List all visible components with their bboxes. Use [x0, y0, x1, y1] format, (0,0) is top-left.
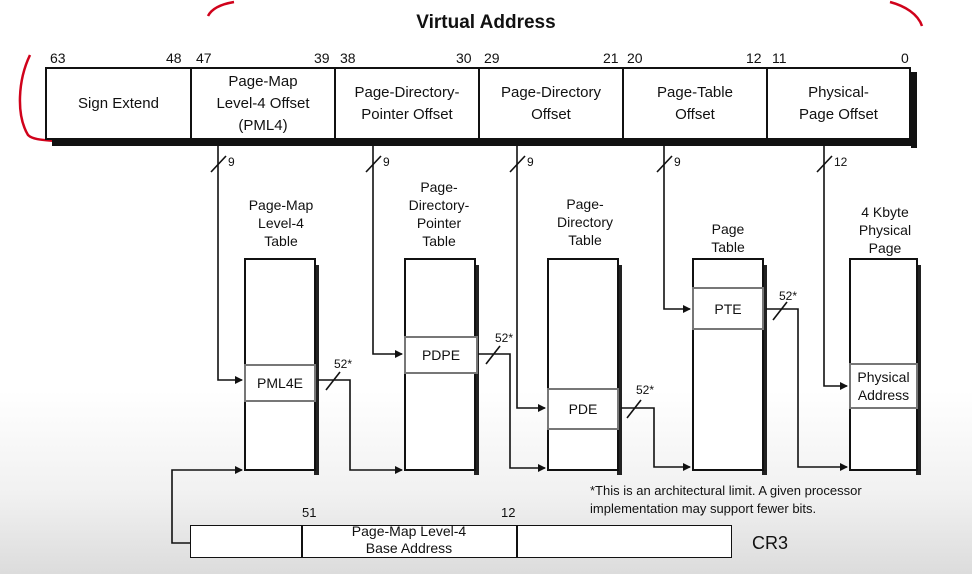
diagram-title: Virtual Address: [416, 12, 556, 33]
bit-number: 39: [314, 50, 330, 66]
bit-number: 21: [603, 50, 619, 66]
cr3-bit-low: 12: [501, 505, 516, 520]
red-annotation-arc-right: [889, 0, 924, 27]
pointer-width-label: 52*: [779, 289, 798, 303]
field-pd-offset: Page-Directory Offset: [478, 67, 622, 140]
bit-number: 11: [772, 50, 787, 66]
width-slash: [210, 155, 227, 173]
bit-number: 63: [50, 50, 66, 66]
width-slash: [772, 301, 788, 321]
field-label: Page-Directory- Pointer Offset: [354, 83, 460, 123]
width-slash: [509, 155, 526, 173]
pte-entry: PTE: [692, 287, 764, 330]
field-label: Sign Extend: [78, 94, 159, 112]
width-label: 12: [834, 155, 848, 169]
pointer-width-label: 52*: [495, 331, 514, 345]
bit-number: 20: [627, 50, 643, 66]
field-pml4-offset: Page-Map Level-4 Offset (PML4): [190, 67, 334, 140]
width-label: 9: [674, 155, 681, 169]
pointer-width-label: 52*: [334, 357, 353, 371]
bit-number: 12: [746, 50, 762, 66]
pt-offset-connector: [663, 146, 691, 313]
page-offset-connector: [823, 146, 848, 390]
pdpe-entry: PDPE: [404, 336, 478, 374]
width-slash: [816, 155, 833, 173]
bit-number: 30: [456, 50, 472, 66]
pdpe-pointer: [478, 353, 546, 472]
register-shadow: [52, 140, 917, 146]
pointer-width-label: 52*: [636, 383, 655, 397]
pd-offset-connector: [516, 146, 546, 412]
table-label-page: 4 Kbyte Physical Page: [858, 204, 912, 256]
bit-number: 0: [901, 50, 909, 66]
table-label-pt: Page Table: [711, 221, 745, 255]
cr3-divider: [301, 526, 303, 557]
width-slash: [325, 371, 341, 391]
red-annotation-arc-left: [206, 0, 235, 17]
width-slash: [656, 155, 673, 173]
field-page-offset: Physical- Page Offset: [766, 67, 909, 140]
pde-entry: PDE: [547, 388, 619, 430]
cr3-field-label: Page-Map Level-4 Base Address: [351, 523, 467, 556]
field-pdp-offset: Page-Directory- Pointer Offset: [334, 67, 478, 140]
width-label: 9: [228, 155, 235, 169]
field-label: Page-Directory Offset: [500, 83, 602, 123]
field-label: Page-Map Level-4 Offset (PML4): [216, 72, 310, 134]
physical-address-entry: Physical Address: [849, 363, 918, 409]
pml4e-pointer: [318, 379, 403, 474]
cr3-register: Page-Map Level-4 Base Address: [190, 523, 732, 558]
register-shadow: [911, 72, 917, 148]
table-shadow: [314, 265, 319, 475]
pdp-offset-connector: [372, 146, 403, 358]
field-label: Physical- Page Offset: [799, 83, 878, 123]
bit-number: 47: [196, 50, 212, 66]
cr3-bit-high: 51: [302, 505, 317, 520]
cr3-name: CR3: [752, 533, 789, 553]
width-slash: [365, 155, 382, 173]
table-label-pml4: Page-Map Level-4 Table: [248, 197, 314, 249]
footnote: *This is an architectural limit. A given…: [590, 483, 862, 516]
bit-number: 38: [340, 50, 356, 66]
table-label-pd: Page- Directory Table: [556, 196, 613, 248]
pde-pointer: [621, 407, 691, 471]
cr3-divider: [516, 526, 518, 557]
field-pt-offset: Page-Table Offset: [622, 67, 766, 140]
pte-pointer: [766, 308, 848, 471]
pml4-offset-connector: [217, 146, 243, 384]
bit-number: 48: [166, 50, 182, 66]
width-label: 9: [383, 155, 390, 169]
table-shadow: [916, 265, 921, 475]
bit-number: 29: [484, 50, 500, 66]
table-label-pdp: Page- Directory- Pointer Table: [408, 179, 470, 249]
pml4e-entry: PML4E: [244, 364, 316, 402]
table-shadow: [762, 265, 767, 475]
pd-table: [547, 258, 619, 471]
table-shadow: [617, 265, 622, 475]
field-sign-extend: Sign Extend: [47, 67, 190, 140]
field-label: Page-Table Offset: [657, 83, 733, 123]
width-slash: [485, 345, 501, 365]
red-annotation-bracket-left: [18, 54, 56, 143]
cr3-pointer: [171, 466, 243, 544]
width-slash: [626, 399, 642, 419]
width-label: 9: [527, 155, 534, 169]
